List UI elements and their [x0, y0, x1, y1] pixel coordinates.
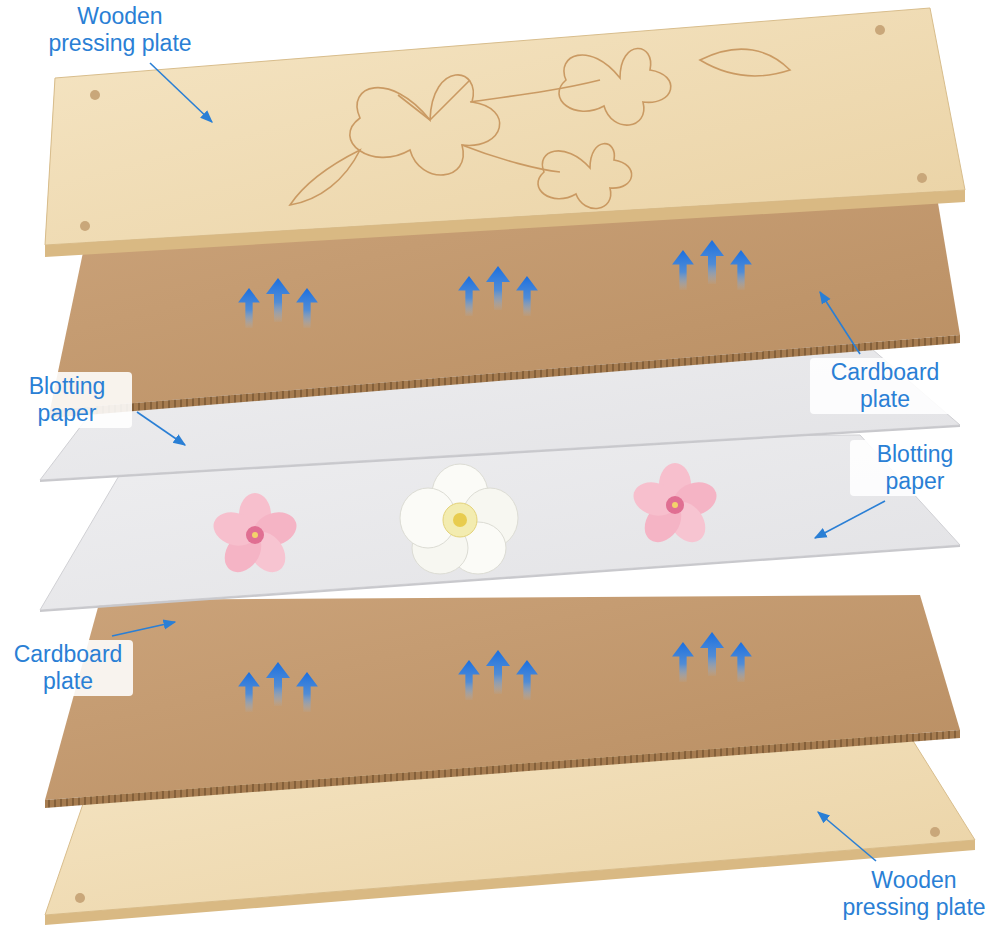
airflow-arrow [672, 250, 694, 290]
part-label: Wooden pressing plate [35, 2, 205, 58]
flower-cup [443, 503, 477, 537]
leader-line [137, 412, 185, 445]
blossom-center [666, 496, 684, 514]
airflow-arrow [296, 288, 318, 328]
engraved-petals [538, 144, 632, 209]
flower-center [453, 513, 467, 527]
bolt-hole [90, 90, 100, 100]
airflow-arrow [486, 266, 510, 310]
bolt-hole [80, 221, 90, 231]
engraved-stem [462, 80, 600, 172]
paper-edge [40, 425, 960, 482]
bolt-hole [75, 893, 85, 903]
airflow-arrow [458, 276, 480, 316]
stamen [252, 532, 258, 538]
engraved-petals [559, 48, 671, 125]
airflow-arrow [516, 660, 538, 700]
part-label: Wooden pressing plate [830, 866, 998, 922]
part-label: Cardboard plate [3, 640, 133, 696]
airflow-arrow [486, 650, 510, 694]
engraved-petals [350, 75, 500, 175]
part-label: Blotting paper [2, 372, 132, 428]
part-label: Blotting paper [850, 440, 980, 496]
hibiscus-engraving [290, 48, 790, 208]
airflow-arrow [238, 672, 260, 712]
leader-line [150, 63, 212, 122]
blossom-center [246, 526, 264, 544]
pink-blossom [629, 463, 721, 549]
part-label: Cardboard plate [810, 358, 960, 414]
bottom-cardboard [45, 595, 960, 808]
airflow-arrow [730, 250, 752, 290]
airflow-arrow [296, 672, 318, 712]
airflow-arrow [458, 660, 480, 700]
bolt-hole [875, 25, 885, 35]
white-flower [400, 464, 518, 574]
bolt-hole [917, 173, 927, 183]
cardboard-edge [45, 730, 960, 808]
leader-line [818, 812, 876, 861]
airflow-arrow [672, 642, 694, 682]
stamen [672, 502, 678, 508]
leader-lines [112, 63, 885, 861]
airflow-arrow [266, 278, 290, 322]
leader-line [815, 501, 885, 538]
airflow-arrow [516, 276, 538, 316]
airflow-arrow [266, 662, 290, 706]
engraved-leaf [290, 49, 790, 205]
leader-line [820, 292, 860, 354]
bolt-hole [930, 827, 940, 837]
cardboard-edge [50, 335, 960, 418]
airflow-arrow [700, 240, 724, 284]
pink-blossom [209, 493, 301, 579]
wood-edge [45, 190, 965, 257]
airflow-arrow [730, 642, 752, 682]
engraved-stamen [398, 80, 470, 120]
airflow-arrow [700, 632, 724, 676]
airflow-arrow [238, 288, 260, 328]
leader-line [112, 622, 175, 636]
